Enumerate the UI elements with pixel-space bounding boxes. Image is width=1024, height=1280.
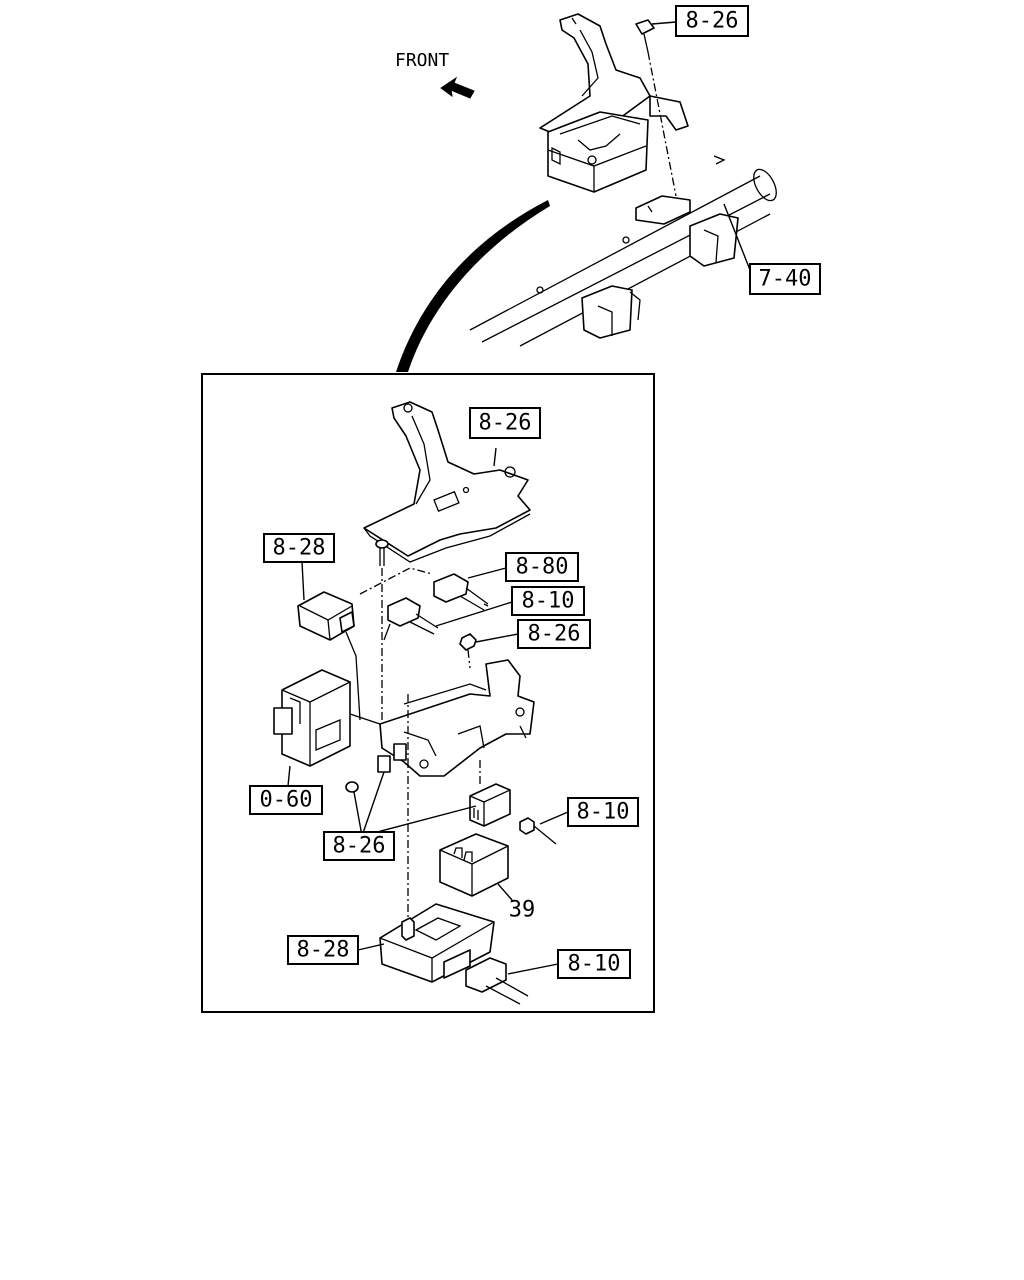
detail-frame [201, 373, 655, 1013]
frame-rail [469, 155, 777, 347]
callout-connector-b: 8-10 [511, 586, 585, 616]
callout-frame: 7-40 [749, 263, 821, 295]
callout-relay-block: 39 [509, 898, 536, 923]
connector-b [383, 597, 439, 641]
callout-detail-bracket: 8-26 [469, 407, 541, 439]
svg-text:39: 39 [509, 898, 536, 923]
callout-harness-plug: 8-10 [557, 949, 631, 979]
nut-upper [459, 633, 477, 669]
harness-dash-1 [359, 567, 433, 595]
svg-text:8-28: 8-28 [297, 938, 350, 963]
front-label: FRONT [395, 50, 449, 71]
connector-a [433, 573, 489, 611]
harness-plug [465, 957, 529, 1005]
leader-lines [287, 21, 751, 975]
svg-text:8-80: 8-80 [516, 555, 569, 580]
connector-right [469, 760, 557, 845]
svg-text:8-26: 8-26 [479, 411, 532, 436]
relay-block [439, 833, 509, 897]
upper-bracket-assembly [539, 13, 689, 197]
callout-relay-left: 8-28 [263, 533, 335, 563]
callout-connector-a: 8-80 [505, 552, 579, 582]
callout-module-left: 0-60 [249, 785, 323, 815]
callout-nut-upper: 8-26 [517, 619, 591, 649]
svg-text:8-10: 8-10 [568, 952, 621, 977]
control-unit [379, 760, 495, 983]
nut-lower [345, 781, 359, 793]
svg-text:8-28: 8-28 [273, 536, 326, 561]
svg-text:8-10: 8-10 [577, 800, 630, 825]
screw [375, 539, 389, 748]
relay-left [297, 591, 361, 721]
callout-control-unit: 8-28 [287, 935, 359, 965]
svg-text:8-26: 8-26 [333, 834, 386, 859]
front-arrow-icon [440, 76, 475, 99]
callout-top-bolt: 8-26 [675, 5, 749, 37]
svg-text:8-10: 8-10 [522, 589, 575, 614]
svg-text:7-40: 7-40 [759, 267, 812, 292]
callout-nuts-lower: 8-26 [323, 831, 395, 861]
detail-bracket [363, 401, 531, 563]
svg-text:8-26: 8-26 [686, 9, 739, 34]
module-left [273, 669, 381, 767]
svg-text:0-60: 0-60 [260, 788, 313, 813]
callout-connector-right: 8-10 [567, 797, 639, 827]
center-bracket [377, 659, 535, 777]
svg-text:8-26: 8-26 [528, 622, 581, 647]
detail-pointer [396, 200, 550, 372]
